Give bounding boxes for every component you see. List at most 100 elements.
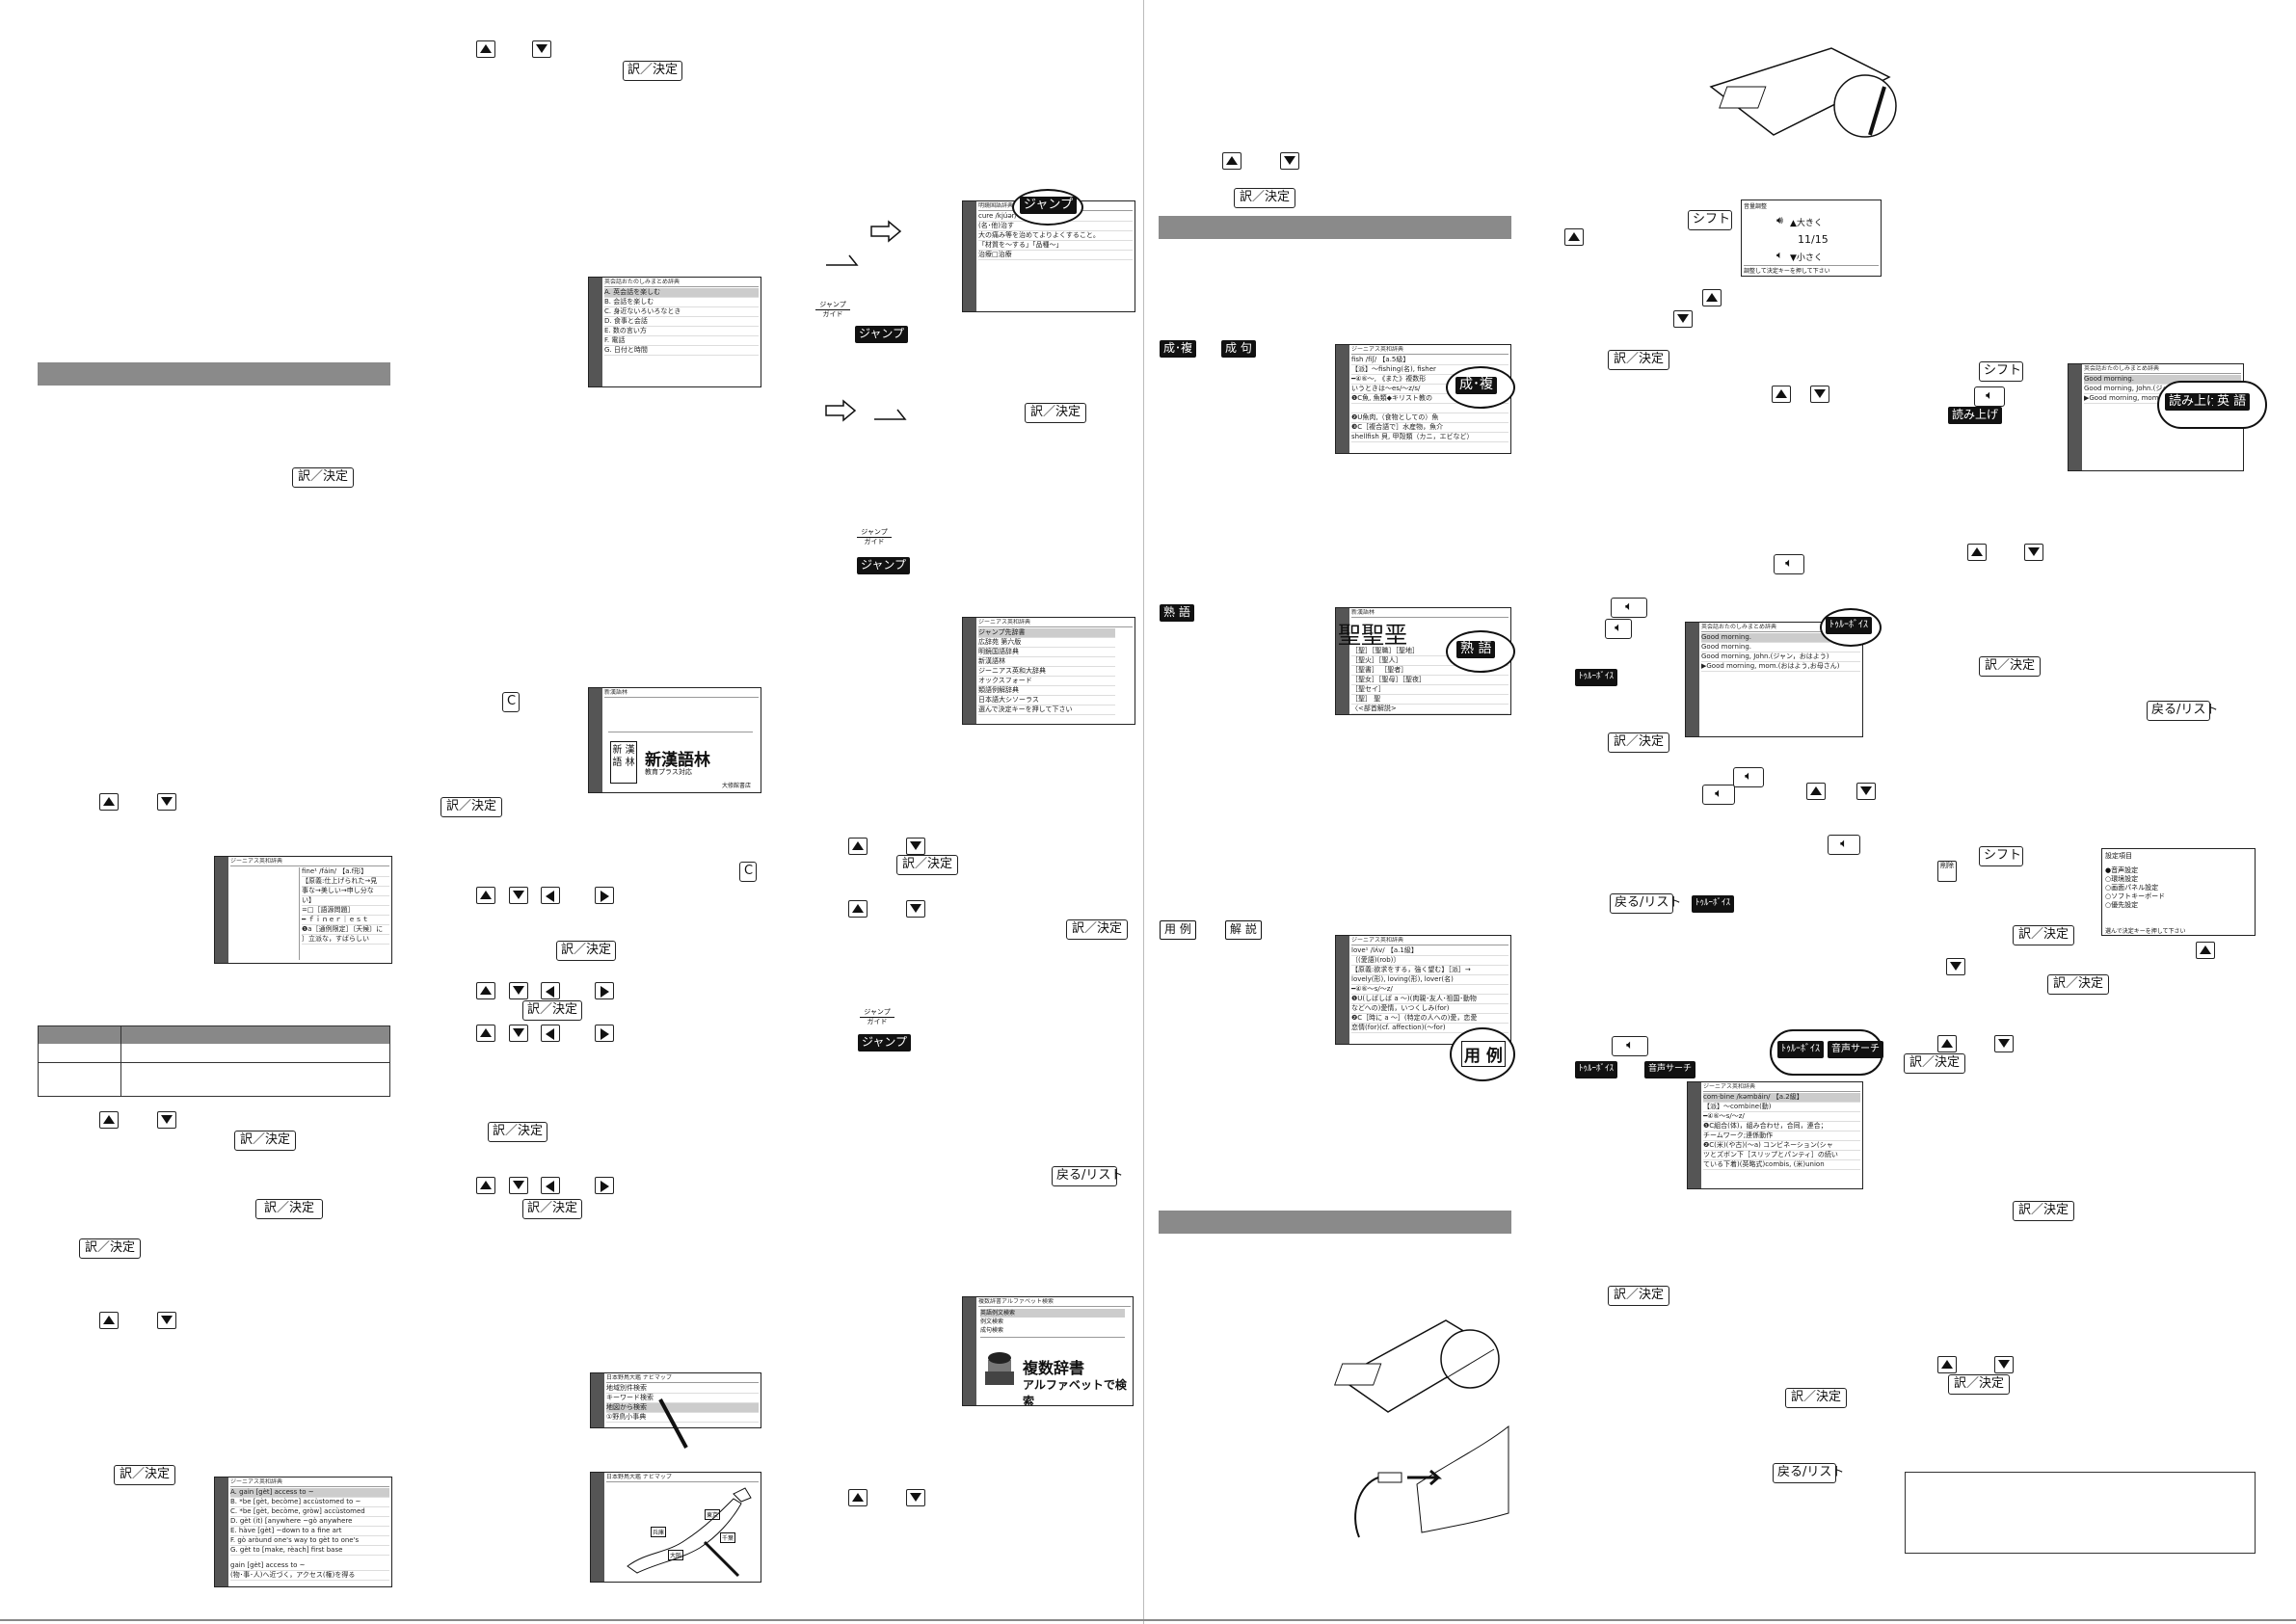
down-arrow-key[interactable] — [1856, 783, 1876, 800]
decide-key[interactable]: 訳／決定 — [292, 467, 354, 488]
delete-key[interactable]: 削除 — [1937, 861, 1957, 882]
list-item[interactable]: C. *be [gèt, becòme, gròw] accùstomed — [230, 1507, 389, 1517]
shift-key[interactable]: シフト — [1979, 361, 2023, 382]
down-arrow-key[interactable] — [906, 1489, 925, 1506]
decide-key[interactable]: 訳／決定 — [1608, 732, 1669, 753]
list-item[interactable]: A. gain [gèt] access to ~ — [230, 1488, 389, 1498]
map-label[interactable]: 千葉 — [720, 1532, 736, 1543]
list-item[interactable]: G. 日付と時間 — [604, 346, 759, 356]
speaker-key[interactable]: 🔈︎ — [1611, 598, 1647, 618]
back-list-key[interactable]: 戻る/リスト — [2147, 701, 2218, 721]
decide-key[interactable]: 訳／決定 — [2047, 974, 2109, 995]
decide-key[interactable]: 訳／決定 — [1025, 403, 1086, 423]
down-arrow-key[interactable] — [906, 900, 925, 918]
up-arrow-key[interactable] — [476, 40, 495, 58]
up-arrow-key[interactable] — [99, 1312, 119, 1329]
left-arrow-key[interactable] — [541, 982, 560, 999]
list-item[interactable]: B. *be [gèt, becòme] accùstomed to ~ — [230, 1498, 389, 1507]
left-arrow-key[interactable] — [541, 887, 560, 904]
right-arrow-key[interactable] — [595, 887, 614, 904]
right-arrow-key[interactable] — [595, 982, 614, 999]
jump-key[interactable]: ジャンプ — [857, 557, 911, 574]
down-arrow-key[interactable] — [906, 838, 925, 855]
up-arrow-key[interactable] — [2196, 942, 2215, 959]
decide-key[interactable]: 訳／決定 — [1785, 1388, 1847, 1408]
list-item[interactable]: D. 食事と会話 — [604, 317, 759, 327]
back-list-key[interactable]: 戻る/リスト — [1610, 893, 1681, 914]
jump-guide-key[interactable]: ジャンプ ガイド — [860, 1008, 894, 1026]
back-list-key[interactable]: 戻る/リスト — [1052, 1166, 1123, 1186]
down-arrow-key[interactable] — [157, 1111, 176, 1129]
list-item[interactable]: F. gò aròund one's way to gèt to one's — [230, 1536, 389, 1546]
up-arrow-key[interactable] — [476, 1025, 495, 1042]
map-label[interactable]: 東京 — [705, 1509, 721, 1520]
down-arrow-key[interactable] — [509, 982, 528, 999]
up-arrow-key[interactable] — [848, 838, 868, 855]
down-arrow-key[interactable] — [1946, 958, 1965, 975]
up-arrow-key[interactable] — [1564, 228, 1584, 246]
speaker-key[interactable]: 🔈︎ — [1612, 1036, 1648, 1056]
jump-key[interactable]: ジャンプ — [855, 326, 909, 343]
down-arrow-key[interactable] — [532, 40, 551, 58]
menu-item[interactable]: 地図から検索 — [606, 1403, 759, 1413]
up-arrow-key[interactable] — [99, 793, 119, 811]
list-item[interactable]: B. 会話を楽しむ — [604, 298, 759, 307]
decide-key[interactable]: 訳／決定 — [2013, 925, 2074, 945]
decide-key[interactable]: 訳／決定 — [255, 1199, 323, 1219]
menu-item[interactable]: ①野鳥小事典 — [606, 1413, 759, 1423]
decide-key[interactable]: 訳／決定 — [79, 1238, 141, 1259]
settings-item[interactable]: ○環境設定 — [2105, 875, 2139, 883]
up-arrow-key[interactable] — [1967, 544, 1987, 561]
menu-item[interactable]: キーワード検索 — [606, 1394, 759, 1403]
up-arrow-key[interactable] — [476, 887, 495, 904]
menu-item[interactable]: 地域別件検索 — [606, 1384, 759, 1394]
settings-item[interactable]: ○優先設定 — [2105, 901, 2139, 909]
up-arrow-key[interactable] — [1937, 1356, 1957, 1373]
down-arrow-key[interactable] — [509, 1025, 528, 1042]
jump-guide-key[interactable]: ジャンプ ガイド — [815, 301, 850, 319]
up-arrow-key[interactable] — [1806, 783, 1826, 800]
left-arrow-key[interactable] — [541, 1025, 560, 1042]
up-arrow-key[interactable] — [848, 900, 868, 918]
up-arrow-key[interactable] — [99, 1111, 119, 1129]
up-arrow-key[interactable] — [1937, 1035, 1957, 1052]
jump-guide-key[interactable]: ジャンプ ガイド — [857, 528, 892, 546]
shift-key[interactable]: シフト — [1688, 210, 1732, 230]
shift-key[interactable]: シフト — [1979, 846, 2023, 866]
up-arrow-key[interactable] — [1772, 386, 1791, 403]
down-arrow-key[interactable] — [1994, 1356, 2014, 1373]
list-item[interactable]: A. 英会話を楽しむ — [604, 288, 759, 298]
decide-key[interactable]: 訳／決定 — [441, 797, 502, 817]
list-item[interactable]: C. 身近ないろいろなとき — [604, 307, 759, 317]
decide-key[interactable]: 訳／決定 — [522, 1199, 582, 1219]
decide-key[interactable]: 訳／決定 — [234, 1131, 296, 1151]
decide-key[interactable]: 訳／決定 — [1608, 350, 1669, 370]
decide-key[interactable]: 訳／決定 — [896, 855, 958, 875]
right-arrow-key[interactable] — [595, 1025, 614, 1042]
list-item[interactable]: G. gèt to [make, rèach] first base — [230, 1546, 389, 1556]
down-arrow-key[interactable] — [509, 1177, 528, 1194]
speaker-key[interactable]: 🔈︎ — [1974, 386, 2005, 407]
up-arrow-key[interactable] — [1222, 152, 1241, 170]
clear-key[interactable]: C — [739, 862, 757, 882]
speaker-key[interactable]: 🔈︎ — [1733, 767, 1764, 787]
list-item[interactable]: E. 数の言い方 — [604, 327, 759, 336]
settings-item[interactable]: ●音声設定 — [2105, 866, 2139, 874]
down-arrow-key[interactable] — [1673, 310, 1693, 328]
back-list-key[interactable]: 戻る/リスト — [1773, 1463, 1844, 1483]
decide-key[interactable]: 訳／決定 — [522, 1000, 582, 1021]
left-arrow-key[interactable] — [541, 1177, 560, 1194]
down-arrow-key[interactable] — [509, 887, 528, 904]
decide-key[interactable]: 訳／決定 — [1979, 656, 2041, 677]
decide-key[interactable]: 訳／決定 — [556, 941, 616, 961]
down-arrow-key[interactable] — [2024, 544, 2043, 561]
settings-item[interactable]: ○画面パネル設定 — [2105, 884, 2159, 892]
down-arrow-key[interactable] — [157, 1312, 176, 1329]
speaker-key[interactable]: 🔈︎ — [1605, 619, 1632, 639]
down-arrow-key[interactable] — [1280, 152, 1299, 170]
down-arrow-key[interactable] — [1810, 386, 1829, 403]
decide-key[interactable]: 訳／決定 — [488, 1122, 547, 1142]
up-arrow-key[interactable] — [476, 1177, 495, 1194]
list-item[interactable]: E. hàve [gèt] ~down to a fine art — [230, 1527, 389, 1536]
speaker-key[interactable]: 🔈︎ — [1828, 835, 1860, 855]
